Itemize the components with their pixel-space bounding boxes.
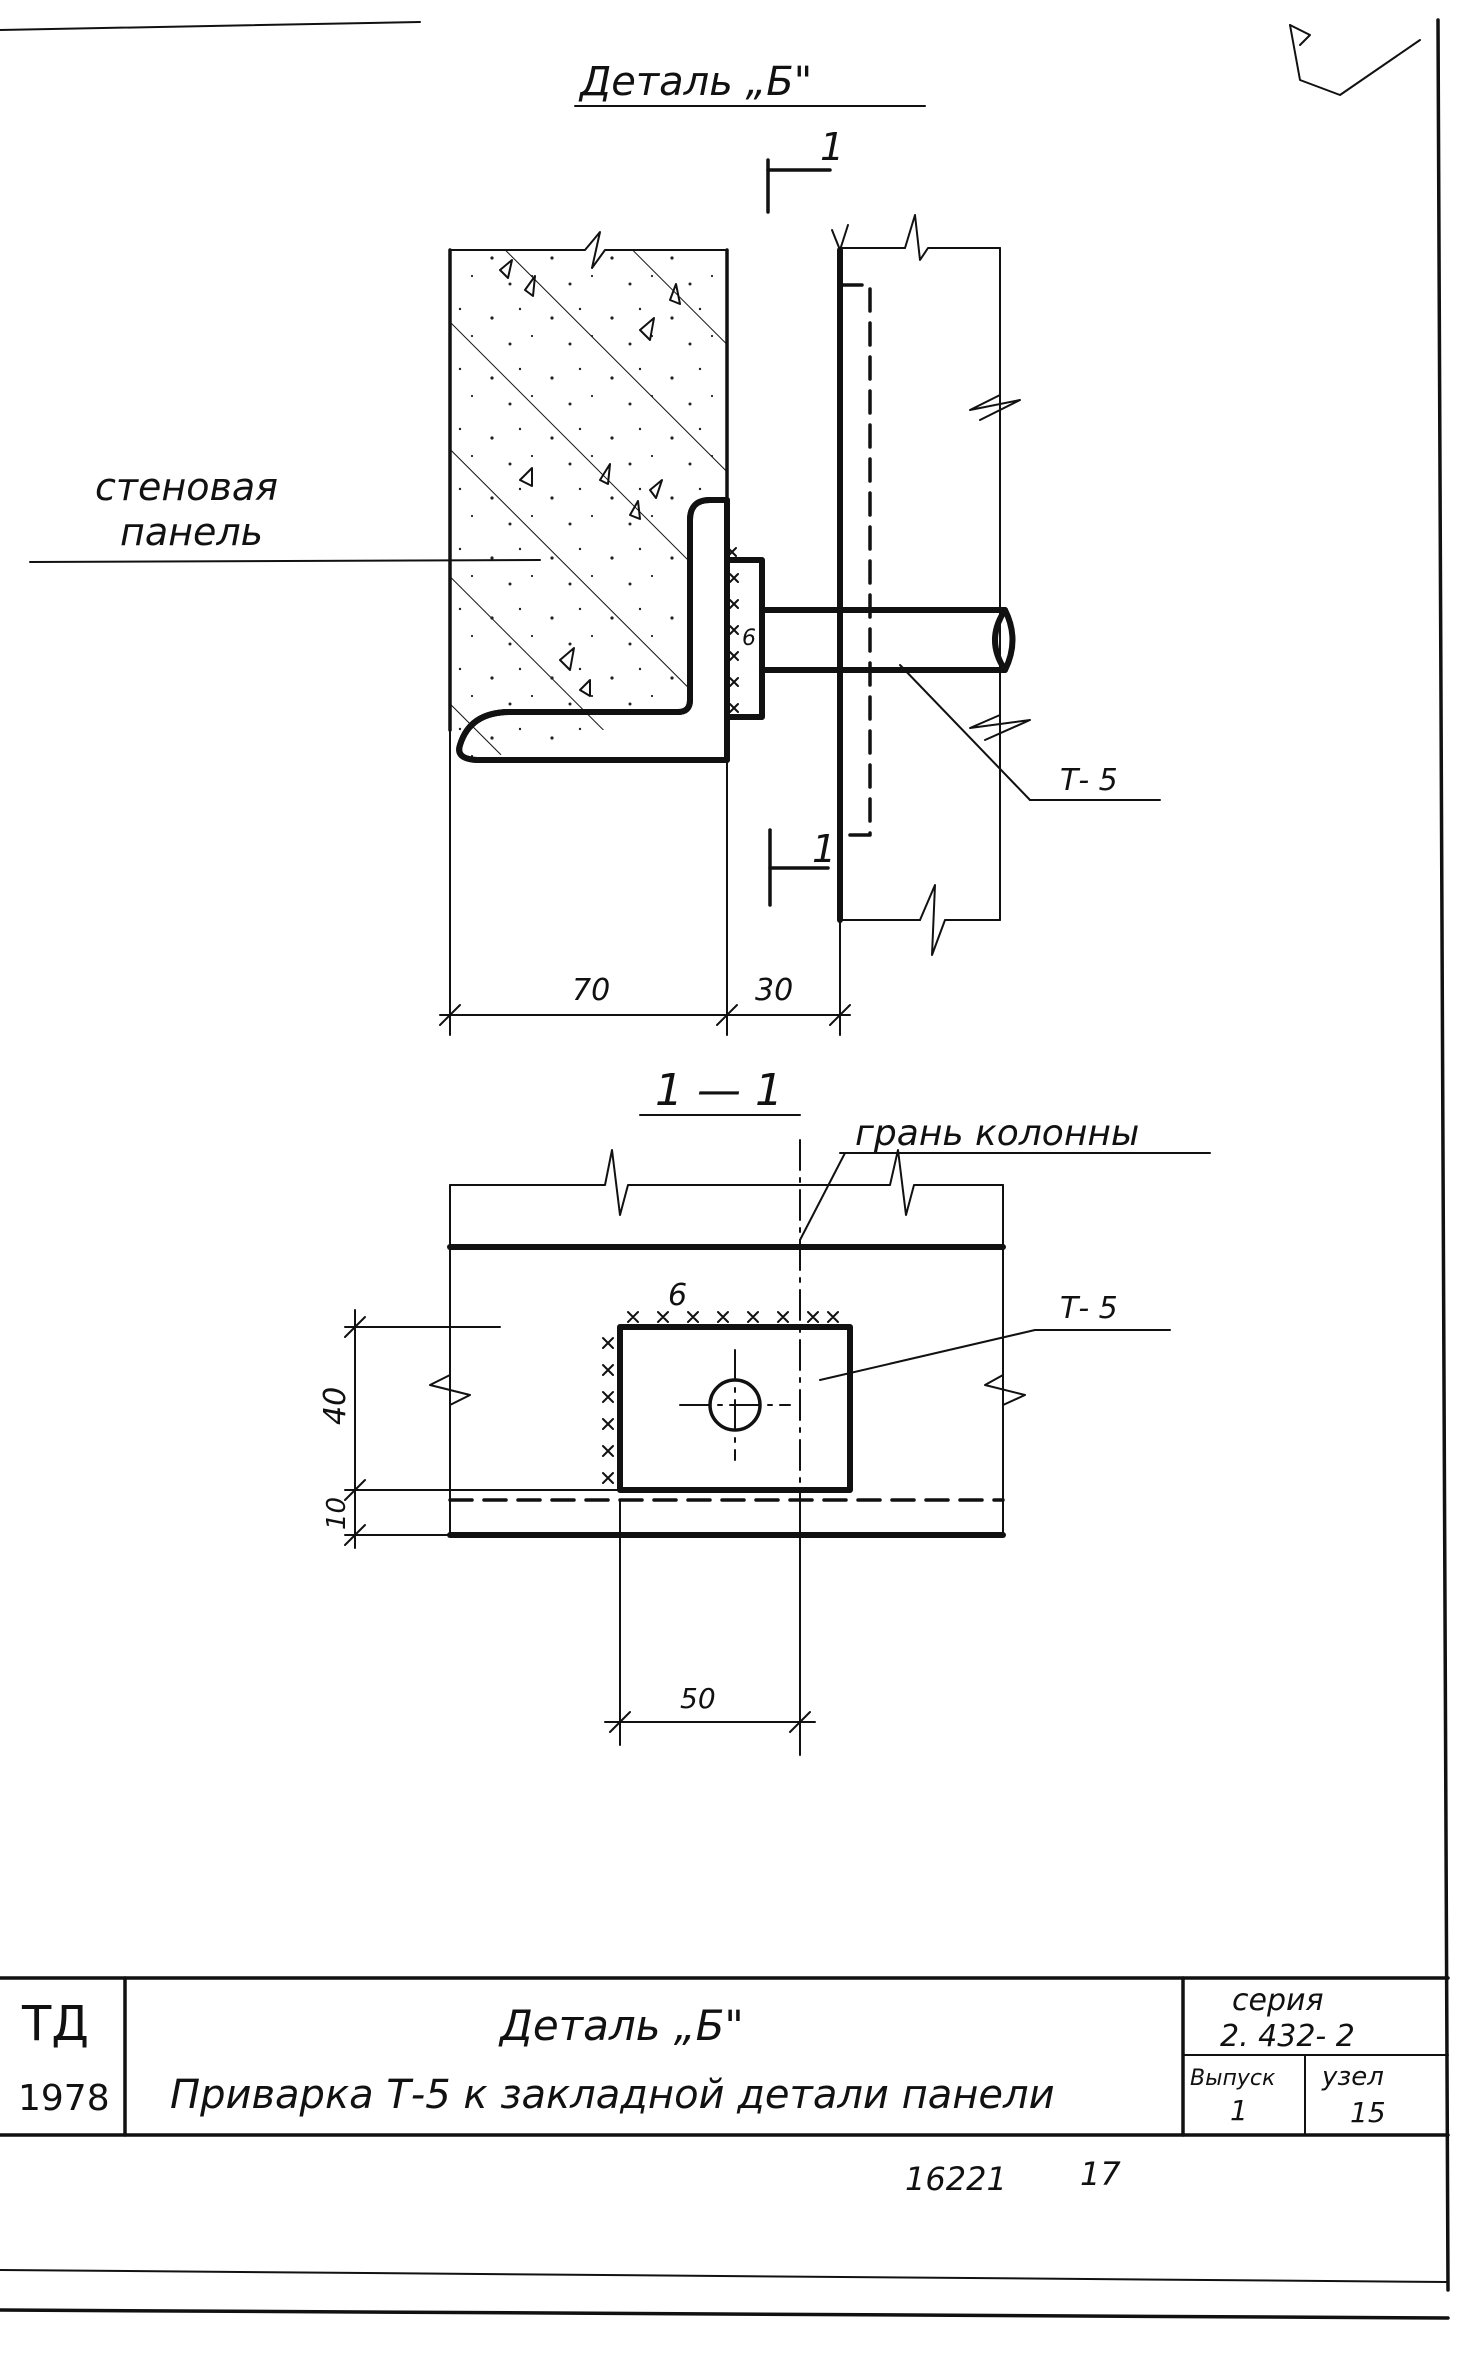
column-face-label: грань колонны xyxy=(855,1113,1139,1154)
t5-leader-section: Т- 5 xyxy=(819,1291,1171,1381)
drawing-subtitle: Приварка Т-5 к закладной детали панели xyxy=(170,2072,1055,2118)
dim-width-50: 50 xyxy=(680,1682,716,1715)
node-value: 15 xyxy=(1350,2096,1386,2129)
dim-gap-30: 30 xyxy=(755,973,793,1008)
issue-label: Выпуск xyxy=(1190,2066,1276,2091)
sheet-frame xyxy=(0,18,1450,2320)
column-break-lines xyxy=(839,214,1031,956)
drawing-title: Деталь „Б" xyxy=(498,2001,744,2050)
section-break-top xyxy=(429,1149,1026,1536)
wall-panel xyxy=(448,231,729,760)
series-value: 2. 432- 2 xyxy=(1220,2019,1355,2054)
section-1-1-title: 1 — 1 xyxy=(655,1065,783,1116)
sheet-number: 17 xyxy=(1080,2155,1121,2193)
issue-value: 1 xyxy=(1230,2094,1248,2127)
series-label: серия xyxy=(1232,1983,1324,2018)
weld-marks-section xyxy=(602,1311,839,1484)
weld-size-detail: 6 xyxy=(742,626,756,651)
wall-panel-leader: стеновая панель xyxy=(29,465,541,563)
detail-dimensions: 70 30 xyxy=(439,729,851,1036)
dim-height-40: 40 xyxy=(318,1387,353,1425)
section-marker-top-label: 1 xyxy=(820,125,844,169)
detail-b-view: Деталь „Б" 1 6 xyxy=(29,59,1161,1036)
dim-offset-10: 10 xyxy=(322,1497,352,1530)
t5-leader-detail: Т- 5 xyxy=(899,664,1161,801)
node-label: узел xyxy=(1321,2062,1384,2092)
section-marker-bottom-label: 1 xyxy=(812,827,836,871)
weld-size-section: 6 xyxy=(668,1278,687,1313)
t5-plate-front xyxy=(617,1324,853,1493)
t5-rod xyxy=(759,607,1016,673)
section-dimensions-vertical: 40 10 xyxy=(318,1309,621,1549)
dim-panel-70: 70 xyxy=(572,973,610,1008)
section-dimension-horizontal: 50 xyxy=(604,1499,816,1746)
t5-label-detail: Т- 5 xyxy=(1060,763,1118,798)
title-block: ТД 1978 Деталь „Б" Приварка Т-5 к заклад… xyxy=(0,1976,1450,2137)
org-year: 1978 xyxy=(18,2078,110,2119)
t5-plate-side xyxy=(724,557,765,720)
aggregate-marks xyxy=(499,259,681,697)
column-plate-hidden xyxy=(838,283,872,837)
section-1-1-view: 1 — 1 грань колонны 6 xyxy=(318,1065,1211,1756)
detail-b-title: Деталь „Б" xyxy=(578,59,812,105)
doc-number: 16221 xyxy=(905,2160,1007,2198)
wall-panel-label-1: стеновая xyxy=(95,465,278,509)
org-code: ТД xyxy=(21,1996,89,2052)
footer: 16221 17 xyxy=(905,2155,1121,2198)
section-marker-bottom: 1 xyxy=(768,827,836,907)
t5-label-section: Т- 5 xyxy=(1060,1291,1118,1326)
column-face-leader xyxy=(799,1152,846,1241)
weld-marks-detail xyxy=(727,547,739,713)
section-marker-top: 1 xyxy=(766,125,844,214)
wall-panel-label-2: панель xyxy=(120,510,263,554)
